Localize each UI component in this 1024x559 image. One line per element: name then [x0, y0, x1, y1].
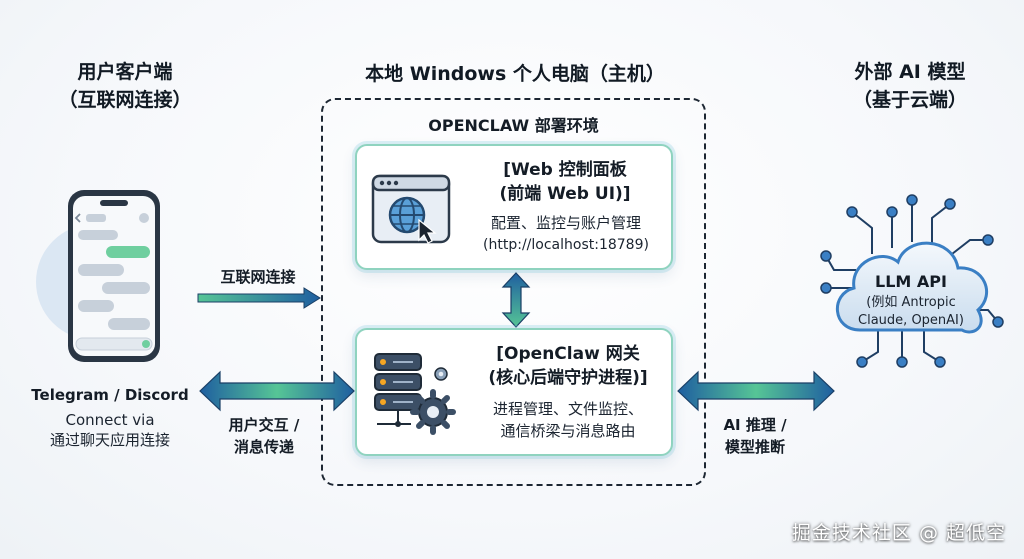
ai-inference-double-arrow: [676, 370, 836, 412]
web-panel-title-line1: [Web 控制面板: [503, 160, 627, 180]
llm-api-description: (例如 Antropic Claude, OpenAI): [838, 294, 984, 330]
client-column-title: 用户客户端 （互联网连接）: [40, 58, 210, 114]
vertical-double-arrow: [501, 272, 531, 328]
client-connect-line1: Connect via: [65, 411, 155, 429]
smartphone-chat-icon: [36, 188, 166, 366]
web-panel-url: (http://localhost:18789): [483, 237, 649, 253]
user-interaction-line2: 消息传递: [233, 438, 294, 456]
web-control-panel-card: [Web 控制面板 (前端 Web UI)] 配置、监控与账户管理 (http:…: [355, 144, 673, 270]
external-column-title: 外部 AI 模型 （基于云端）: [830, 58, 990, 114]
web-panel-title-line2: (前端 Web UI)]: [499, 184, 631, 204]
client-connect-line2: 通过聊天应用连接: [49, 431, 170, 449]
external-title-line1: 外部 AI 模型: [854, 61, 966, 83]
user-interaction-double-arrow: [198, 370, 356, 412]
web-panel-description: 配置、监控与账户管理 (http://localhost:18789): [461, 212, 671, 256]
client-connect-text: Connect via 通过聊天应用连接: [20, 410, 200, 450]
llm-api-title: LLM API: [875, 272, 947, 291]
internet-arrow: [196, 286, 322, 310]
ai-inference-line1: AI 推理 /: [723, 416, 787, 434]
user-interaction-line1: 用户交互 /: [228, 416, 300, 434]
external-title-line2: （基于云端）: [852, 89, 967, 111]
server-gear-icon: [371, 352, 457, 438]
browser-window-globe-cursor-icon: [371, 172, 451, 246]
gateway-title-line2: (核心后端守护进程)]: [488, 368, 648, 388]
host-column-title: 本地 Windows 个人电脑（主机）: [365, 63, 665, 85]
ai-inference-line2: 模型推断: [724, 438, 785, 456]
host-environment-box: [321, 98, 706, 486]
llm-desc-line2: Claude, OpenAI): [858, 313, 964, 328]
internet-connection-label: 互联网连接: [220, 268, 296, 286]
ai-inference-label: AI 推理 / 模型推断: [700, 414, 810, 458]
gateway-description: 进程管理、文件监控、 通信桥梁与消息路由: [465, 398, 671, 442]
gateway-desc-line2: 通信桥梁与消息路由: [500, 422, 636, 440]
client-apps-label: Telegram / Discord: [31, 386, 189, 404]
web-panel-title: [Web 控制面板 (前端 Web UI)]: [465, 158, 665, 206]
client-title-line2: （互联网连接）: [58, 89, 192, 111]
gateway-title: [OpenClaw 网关 (核心后端守护进程)]: [465, 342, 671, 390]
llm-desc-line1: (例如 Antropic: [866, 295, 956, 310]
gateway-desc-line1: 进程管理、文件监控、: [492, 400, 643, 418]
openclaw-gateway-card: [OpenClaw 网关 (核心后端守护进程)] 进程管理、文件监控、 通信桥梁…: [355, 328, 673, 456]
client-title-line1: 用户客户端: [77, 61, 173, 83]
host-subtitle: OPENCLAW 部署环境: [428, 116, 599, 135]
cloud-circuit-icon: [812, 190, 1008, 372]
gateway-title-line1: [OpenClaw 网关: [496, 344, 640, 364]
web-panel-desc-line: 配置、监控与账户管理: [490, 214, 641, 232]
user-interaction-label: 用户交互 / 消息传递: [204, 414, 324, 458]
watermark: 掘金技术社区 @ 超低空: [791, 522, 1006, 544]
